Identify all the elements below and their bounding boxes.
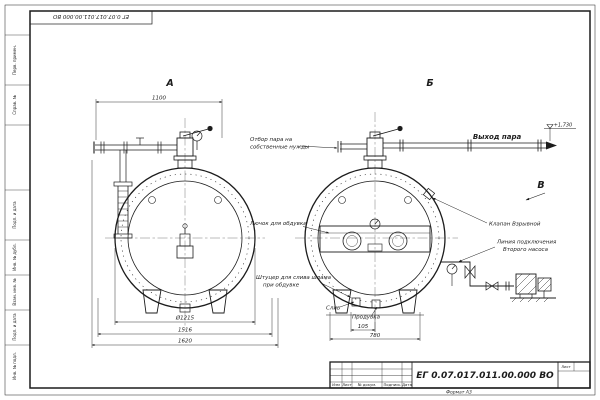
margin-label: Справ. № xyxy=(12,95,17,114)
left-margin-stamps: Перв. примен. Справ. № Подп. и дата Инв.… xyxy=(5,34,30,380)
format-label: Формат А3 xyxy=(446,390,472,396)
pump-circuit-b xyxy=(441,261,556,303)
sludge-label: при обдувке xyxy=(263,283,300,289)
elevation-label: +1,730 xyxy=(554,123,573,129)
title-col: Дата xyxy=(402,382,412,387)
blow-hatch-label: Лючок для обдувки xyxy=(249,221,307,227)
top-corner-stamp: ЕГ 0.07.017.011.00.000 ВО xyxy=(29,10,153,25)
dim-a-diameter: Ø1215 xyxy=(175,315,195,322)
steam-outlet-pipe-b xyxy=(383,139,557,152)
elevation-mark xyxy=(544,124,576,141)
dim-a-width-1: 1516 xyxy=(178,328,192,334)
explosion-valve-label: Клапан Взрывной xyxy=(489,222,541,228)
title-col: Подпись xyxy=(383,382,401,387)
gauge-column-a xyxy=(113,150,133,239)
dim-a-width-2: 1620 xyxy=(178,339,192,345)
pump-motor xyxy=(537,277,552,292)
view-a-label: А xyxy=(165,78,173,89)
dimensions-b: 105 780 xyxy=(329,310,421,341)
dim-a-top: 1100 xyxy=(152,96,166,102)
margin-label: Инв. № подл. xyxy=(12,352,17,380)
view-b-label: Б xyxy=(426,78,433,89)
explosion-valve-fitting xyxy=(422,187,488,224)
title-col: Изм xyxy=(332,382,340,387)
steam-tap-label: Отбор пара на xyxy=(250,137,293,143)
margin-label: Подп. и дата xyxy=(12,201,17,229)
title-col: Лист xyxy=(342,382,352,387)
drawing-number: ЕГ 0.07.017.011.00.000 ВО xyxy=(416,371,554,381)
pump-line-label: Второго насоса xyxy=(503,247,549,253)
annotations-b: Отбор пара на собственные нужды Лючок дл… xyxy=(249,137,557,321)
sludge-label: Штуцер для слива шлама xyxy=(256,275,332,281)
support-legs-a xyxy=(142,289,228,314)
pump-line-label: Линия подключения xyxy=(496,240,557,246)
safety-valve-b xyxy=(337,125,403,169)
title-block: Изм Лист № докум. Подпись Дата ЕГ 0.07.0… xyxy=(329,361,591,396)
pressure-gauge-a xyxy=(191,130,203,150)
dimensions-a: 1100 Ø1215 1516 1620 xyxy=(91,96,279,348)
drain-label: Слив xyxy=(326,306,340,312)
margin-label: Инв. № дубл. xyxy=(12,243,17,270)
dim-b-offset: 105 xyxy=(358,324,369,330)
dim-b-span: 780 xyxy=(370,333,381,339)
view-a: 1100 Ø1215 1516 1620 А xyxy=(91,78,279,348)
sheet-frame xyxy=(4,4,596,396)
view-v-label: В xyxy=(537,180,544,191)
margin-label: Перв. примен. xyxy=(12,45,17,75)
steam-outlet-label: Выход пара xyxy=(473,133,522,141)
flow-arrow-icon xyxy=(546,141,557,150)
margin-label: Подп. и дата xyxy=(12,313,17,341)
blowdown-label: Продувка xyxy=(352,315,381,321)
steam-tap-label: собственные нужды xyxy=(250,145,310,151)
title-col: № докум. xyxy=(358,382,377,387)
view-b: +1,730 Выход пара В Клапан Взрывной xyxy=(249,78,576,341)
safety-valve-a xyxy=(173,125,213,169)
margin-label: Взам. инв. № xyxy=(12,278,17,305)
pump-body xyxy=(515,273,537,295)
stamp-number: ЕГ 0.07.017.011.00.000 ВО xyxy=(52,13,129,19)
steam-pipe-a xyxy=(93,137,177,154)
sheet-cell-label: Лист xyxy=(561,364,571,369)
view-v-arrow xyxy=(525,192,546,201)
burner-panel-b xyxy=(319,218,431,253)
